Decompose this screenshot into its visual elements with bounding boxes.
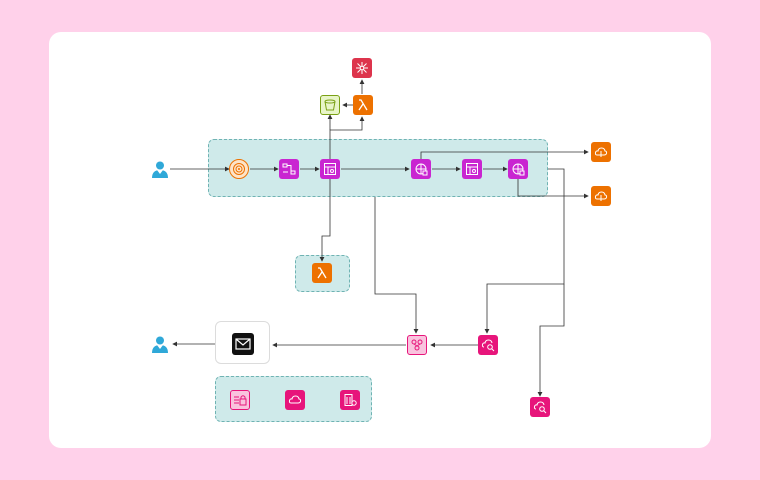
cloud-compute-icon (591, 186, 611, 206)
lambda-icon (312, 263, 332, 283)
edge-bus1-lambda-mid (319, 179, 331, 262)
edge-router2-cloud2 (517, 179, 589, 199)
user-icon (150, 334, 170, 354)
eventbridge-icon (508, 159, 528, 179)
diagram-canvas (49, 32, 711, 448)
main-pipeline-group (208, 139, 548, 197)
edge-pipeline-notify (374, 197, 419, 334)
event-bus-icon (462, 159, 482, 179)
lambda-icon (353, 95, 373, 115)
cloud-search-icon (530, 397, 550, 417)
edge-router-cloud1 (420, 149, 589, 159)
cloud-icon (285, 390, 305, 410)
edge-pipeline-search1 (484, 168, 565, 334)
eventbridge-icon (411, 159, 431, 179)
user-icon (150, 159, 170, 179)
api-gateway-icon (229, 159, 249, 179)
event-bus-icon (320, 159, 340, 179)
cluster-icon (352, 58, 372, 78)
email-icon (232, 333, 254, 355)
lock-document-icon (230, 390, 250, 410)
bucket-icon (320, 95, 340, 115)
edge-bus1-lambda (329, 116, 365, 159)
edge-pipeline-search2 (537, 284, 565, 397)
notification-icon (407, 335, 427, 355)
cloud-compute-icon (591, 142, 611, 162)
secure-building-icon (340, 390, 360, 410)
cloud-search-icon (478, 335, 498, 355)
step-functions-icon (279, 159, 299, 179)
